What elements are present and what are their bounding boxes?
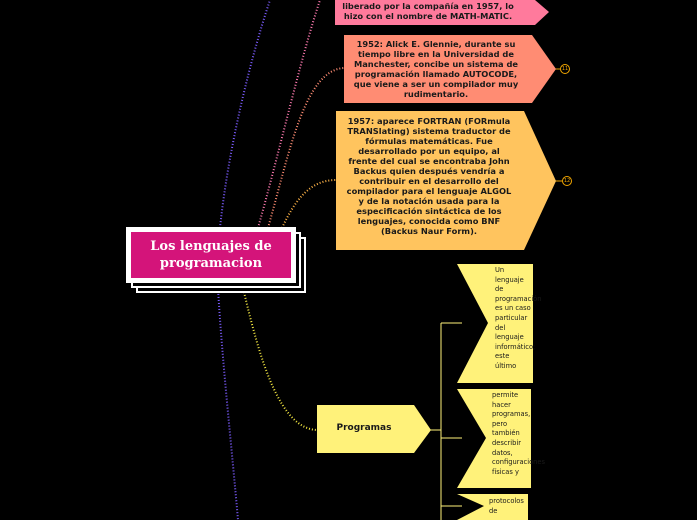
- topic-2-text: 1957: aparece FORTRAN (FORmula TRANSlati…: [346, 116, 512, 236]
- topic-2[interactable]: 1957: aparece FORTRAN (FORmula TRANSlati…: [344, 116, 514, 236]
- topic-programas-text: Programas: [336, 423, 392, 433]
- leaf-0-text: Un lenguaje de programación es un caso p…: [495, 266, 542, 370]
- topic-0-text: liberado por la compañía en 1957, lo hiz…: [342, 1, 514, 21]
- leaf-1-shape: [457, 389, 531, 488]
- root-title: Los lenguajes de programacion: [150, 239, 272, 271]
- branch-violet-down: [217, 287, 239, 520]
- topic-2-shape: [336, 111, 556, 250]
- branch-topic-3: [243, 291, 319, 431]
- branch-topic-2: [281, 179, 337, 229]
- leaf-2-text: protocolos de: [489, 497, 524, 515]
- topic-1-shape: [344, 35, 556, 103]
- topic-0-shape: [335, 0, 549, 25]
- topic-programas[interactable]: Programas: [322, 423, 406, 433]
- leaf-2-shape: [457, 494, 528, 520]
- topic-1[interactable]: 1952: Alick E. Glennie, durante su tiemp…: [346, 39, 526, 99]
- topic-0[interactable]: liberado por la compañía en 1957, lo hiz…: [338, 1, 518, 21]
- badge-12[interactable]: 12: [562, 176, 572, 186]
- branch-topic-0: [257, 0, 321, 229]
- topic-3-shape: [317, 405, 431, 453]
- leaf-1-text: permite hacer programas, pero también de…: [492, 391, 546, 476]
- badge-11[interactable]: 11: [560, 64, 570, 74]
- leaf-0-shape: [457, 264, 533, 383]
- branch-topic-1: [267, 67, 345, 229]
- root-card: Los lenguajes de programacion: [126, 227, 296, 283]
- branch-violet-up: [219, 0, 271, 229]
- root-node[interactable]: Los lenguajes de programacion: [126, 227, 306, 293]
- topic-1-text: 1952: Alick E. Glennie, durante su tiemp…: [353, 39, 519, 99]
